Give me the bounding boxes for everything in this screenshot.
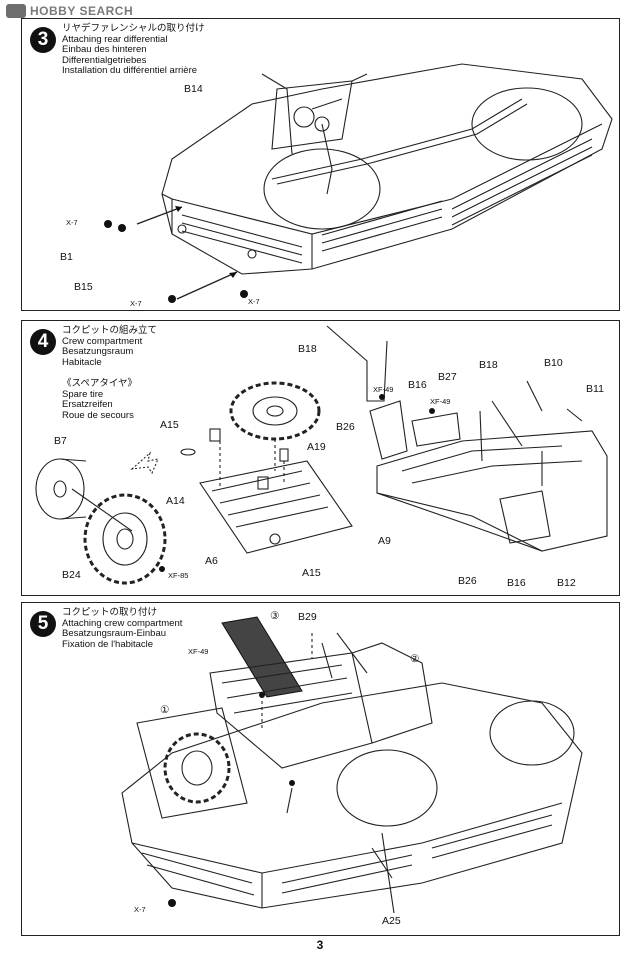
step-title-de: Einbau des hinteren: [62, 44, 147, 56]
part-label-x7: X-7: [66, 218, 78, 227]
callout-3: ③: [270, 610, 280, 622]
step-4-titles: コクピットの組み立て Crew compartment Besatzungsra…: [62, 325, 158, 368]
crew-compartment-illustration: [35, 325, 608, 585]
step-title-fr: Fixation de l'habitacle: [62, 638, 154, 650]
part-label-a19: A19: [307, 441, 326, 453]
step-title-en: Crew compartment: [62, 335, 143, 347]
step-4-number: 4: [30, 329, 56, 355]
part-label-xf49: XF-49: [373, 385, 394, 394]
hobby-search-logo-icon: [6, 4, 26, 18]
part-label-b1: B1: [60, 251, 73, 263]
part-label-b15: B15: [74, 281, 93, 293]
step-5-titles: コクピットの取り付け Attaching crew compartment Be…: [62, 607, 183, 650]
part-label-b24: B24: [62, 569, 81, 581]
step-title-en: Attaching crew compartment: [62, 617, 183, 629]
part-label-b18: B18: [479, 359, 498, 371]
step-5-number: 5: [30, 611, 56, 637]
part-label-xf49: XF-49: [430, 397, 451, 406]
part-label-x7: X-7: [248, 297, 260, 306]
spare-title-jp: 《スペアタイヤ》: [62, 378, 138, 389]
callout-1: ①: [160, 704, 170, 716]
step-3-number: 3: [30, 27, 56, 53]
part-label-xf85: XF-85: [168, 571, 189, 580]
part-label-a6: A6: [205, 555, 218, 567]
part-label-b14: B14: [184, 83, 203, 95]
spare-title-en: Spare tire: [62, 388, 104, 400]
part-label-b12: B12: [557, 577, 576, 589]
part-label-x7: X-7: [130, 299, 142, 308]
spare-title-de: Ersatzreifen: [62, 399, 113, 411]
step-title-de: Besatzungsraum: [62, 346, 134, 358]
part-label-b18: B18: [298, 343, 317, 355]
part-label-b27: B27: [438, 371, 457, 383]
part-label-xf49: XF-49: [188, 647, 209, 656]
part-label-a9: A9: [378, 535, 391, 547]
step-title-jp: コクピットの組み立て: [62, 325, 158, 336]
rear-differential-illustration: [104, 63, 613, 303]
part-label-b16: B16: [408, 379, 427, 391]
step-title-en: Attaching rear differential: [62, 33, 168, 45]
watermark-text: HOBBY SEARCH: [30, 4, 134, 18]
step-title-de-2: Differentialgetriebes: [62, 54, 147, 66]
part-label-b29: B29: [298, 611, 317, 623]
part-label-b10: B10: [544, 357, 563, 369]
part-label-b26: B26: [336, 421, 355, 433]
hobby-search-watermark: HOBBY SEARCH: [6, 3, 133, 19]
part-label-a25: A25: [382, 915, 401, 927]
step-3-panel: 3 リヤデファレンシャルの取り付け Attaching rear differe…: [21, 18, 620, 311]
step-title-de: Besatzungsraum-Einbau: [62, 628, 167, 640]
spare-title-fr: Roue de secours: [62, 409, 134, 421]
step-title-jp: リヤデファレンシャルの取り付け: [62, 23, 205, 34]
part-label-b16: B16: [507, 577, 526, 589]
attaching-crew-compartment-illustration: [121, 616, 583, 914]
part-label-x7: X-7: [134, 905, 146, 914]
part-label-a15: A15: [302, 567, 321, 579]
step-5-panel: 5 コクピットの取り付け Attaching crew compartment …: [21, 602, 620, 936]
part-label-a15: A15: [160, 419, 179, 431]
step-title-fr: Installation du différentiel arrière: [62, 65, 198, 77]
step-title-fr: Habitacle: [62, 356, 102, 368]
spare-tire-subtitles: 《スペアタイヤ》 Spare tire Ersatzreifen Roue de…: [62, 378, 138, 421]
step-3-titles: リヤデファレンシャルの取り付け Attaching rear different…: [62, 23, 205, 77]
part-label-b11: B11: [586, 383, 604, 395]
step-4-panel: 4 コクピットの組み立て Crew compartment Besatzungs…: [21, 320, 620, 596]
page-number: 3: [316, 938, 324, 952]
part-label-a14: A14: [166, 495, 185, 507]
step-title-jp: コクピットの取り付け: [62, 607, 158, 618]
part-label-b26: B26: [458, 575, 477, 587]
callout-2: ②: [410, 653, 420, 665]
part-label-b7: B7: [54, 435, 67, 447]
